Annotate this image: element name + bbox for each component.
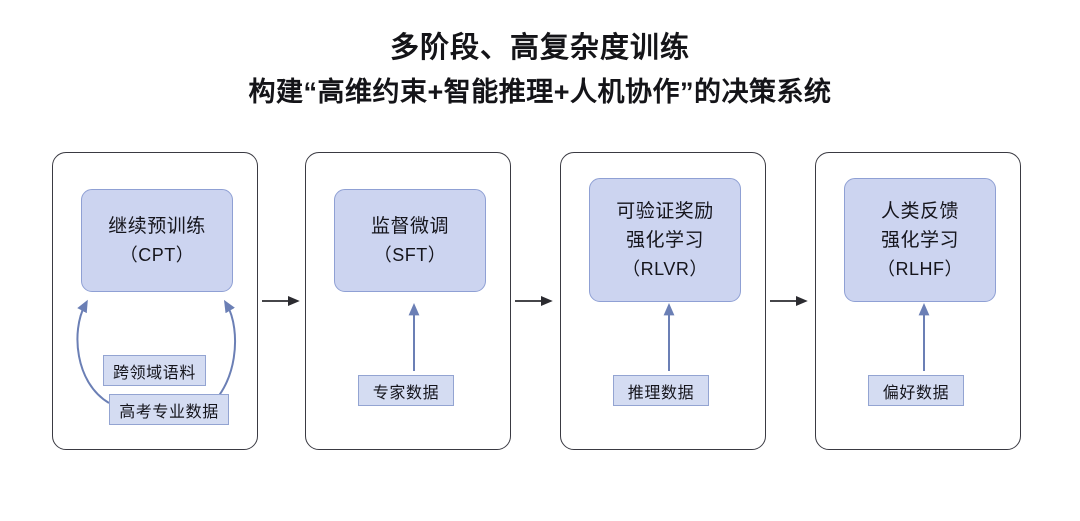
data-box-preference-data[interactable]: 偏好数据 (868, 375, 964, 406)
phase-label-line-1: 人类反馈 (880, 200, 959, 222)
phase-box-cpt[interactable]: 继续预训练 （CPT） (81, 189, 233, 292)
data-box-label: 推理数据 (627, 384, 695, 402)
input-arrow-sft (408, 303, 420, 371)
input-arrow-rlhf (918, 303, 930, 371)
arrow-right-icon-cpt-to-sft (262, 295, 300, 307)
page-heading: 多阶段、高复杂度训练 构建“高维约束+智能推理+人机协作”的决策系统 (0, 28, 1080, 112)
stage-container-rlhf: 人类反馈 强化学习 （RLHF） 偏好数据 (815, 152, 1021, 450)
page-title: 多阶段、高复杂度训练 (389, 32, 690, 64)
data-box-label: 跨领域语料 (112, 364, 196, 382)
data-box-gaokao-major-data[interactable]: 高考专业数据 (109, 394, 229, 425)
data-box-label: 偏好数据 (882, 384, 950, 402)
phase-box-rlhf[interactable]: 人类反馈 强化学习 （RLHF） (844, 178, 996, 302)
arrow-right-icon-sft-to-rlvr (515, 295, 553, 307)
data-box-expert-data[interactable]: 专家数据 (358, 375, 454, 406)
input-arrow-rlvr (663, 303, 675, 371)
data-box-label: 高考专业数据 (119, 403, 219, 421)
training-pipeline: 继续预训练 （CPT） 跨领域语料 高考专业数据 监督微调 （SFT） (0, 152, 1080, 452)
data-box-cross-domain-corpus[interactable]: 跨领域语料 (103, 355, 206, 386)
stage-container-cpt: 继续预训练 （CPT） 跨领域语料 高考专业数据 (52, 152, 258, 450)
phase-box-rlvr[interactable]: 可验证奖励 强化学习 （RLVR） (589, 178, 741, 302)
arrow-right-icon-rlvr-to-rlhf (770, 295, 808, 307)
phase-label-line-1: 可验证奖励 (616, 200, 714, 222)
phase-label-line-1: 继续预训练 (108, 215, 206, 237)
phase-label-line-2: 强化学习 (880, 229, 959, 251)
phase-label-code: （SFT） (373, 244, 447, 265)
stage-container-sft: 监督微调 （SFT） 专家数据 (305, 152, 511, 450)
phase-label-code: （RLVR） (622, 258, 708, 279)
phase-box-sft[interactable]: 监督微调 （SFT） (334, 189, 486, 292)
data-box-label: 专家数据 (372, 384, 440, 402)
phase-label-code: （RLHF） (876, 258, 963, 279)
data-box-reasoning-data[interactable]: 推理数据 (613, 375, 709, 406)
stage-container-rlvr: 可验证奖励 强化学习 （RLVR） 推理数据 (560, 152, 766, 450)
phase-label-code: （CPT） (119, 244, 195, 265)
phase-label-line-2: 强化学习 (625, 229, 704, 251)
page-subtitle: 构建“高维约束+智能推理+人机协作”的决策系统 (248, 77, 832, 107)
phase-label-line-1: 监督微调 (370, 215, 449, 237)
